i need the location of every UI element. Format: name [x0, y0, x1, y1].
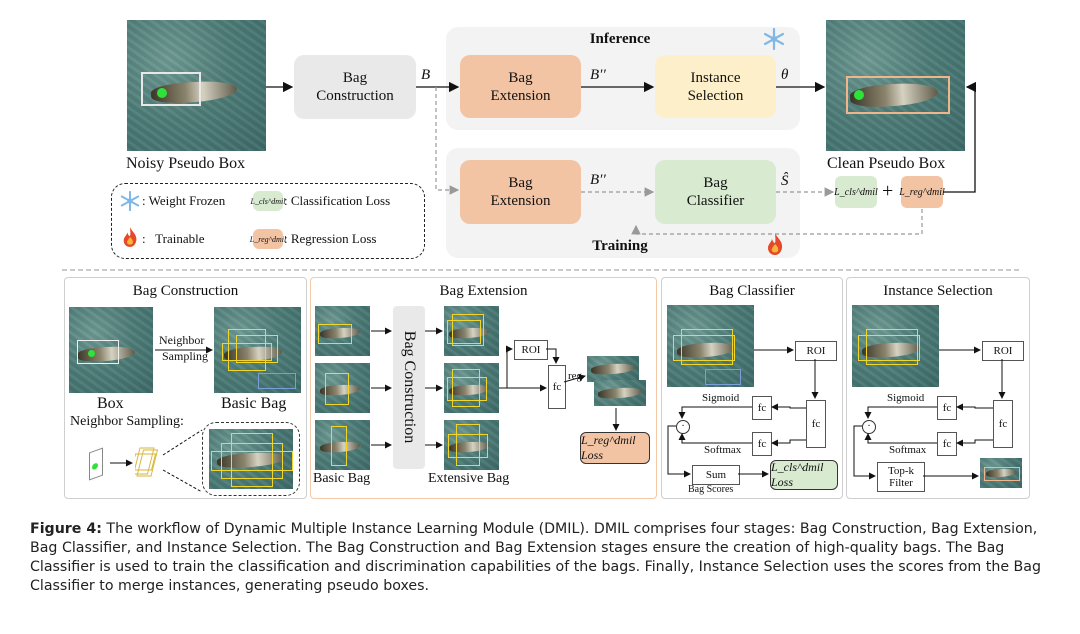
bc-ns-zoom-region — [202, 422, 300, 496]
is-topk-label: Top-k — [887, 465, 915, 477]
be-fc-node: fc — [548, 365, 566, 409]
legend-trainable-label: : Trainable — [142, 231, 205, 246]
be-title: Bag Extension — [439, 283, 528, 299]
caption-text: The workflow of Dynamic Multiple Instanc… — [30, 521, 1041, 594]
be-basic-bag-3 — [315, 420, 370, 470]
is-topk-node: Top-k Filter — [877, 462, 925, 492]
be-vertical-box — [393, 306, 425, 469]
bc-basic-bag-label: Basic Bag — [221, 395, 287, 412]
bc-box-image — [69, 307, 153, 393]
be-roi-node: ROI — [514, 340, 548, 360]
symbol-b: B — [421, 67, 431, 83]
be-extensive-bag-label: Extensive Bag — [428, 471, 510, 486]
cl-bag-scores-label: Bag Scores — [688, 484, 734, 495]
be-basic-bag-1 — [315, 306, 370, 356]
symbol-s-hat: Ŝ — [781, 173, 789, 189]
legend-snowflake-icon — [120, 190, 140, 212]
legend-cls-loss-label: : Classification Loss — [284, 193, 391, 208]
cl-roi-node: ROI — [795, 341, 837, 361]
legend-box — [111, 183, 425, 259]
be-extensive-bag-3 — [444, 420, 499, 470]
cl-cls-loss-text: L_cls^dmil Loss — [771, 460, 824, 489]
bag-construction-box: Bag Construction — [294, 55, 416, 119]
is-sigmoid-label: Sigmoid — [887, 392, 925, 404]
be-reg-output-2 — [594, 380, 646, 406]
cl-softmax-label: Softmax — [704, 444, 742, 456]
caption-label: Figure 4: — [30, 521, 102, 537]
inference-title: Inference — [589, 31, 651, 47]
training-title: Training — [592, 238, 648, 254]
cl-cls-loss-box: L_cls^dmil Loss — [770, 460, 838, 490]
be-reg-loss-box: L_reg^dmil Loss — [580, 432, 650, 464]
be-extensive-bag-1 — [444, 306, 499, 356]
bag-classifier-text: Bag Classifier — [686, 175, 745, 209]
bag-classifier-box: Bag Classifier — [655, 160, 776, 224]
bag-extension-inference-box: Bag Extension — [460, 55, 581, 118]
fire-icon — [765, 232, 785, 256]
bc-neighbor-sampling-label: Neighbor Sampling: — [70, 414, 184, 429]
noisy-pseudo-box-label: Noisy Pseudo Box — [126, 155, 246, 172]
bc-basic-bag-image — [214, 307, 301, 393]
cl-sigmoid-label: Sigmoid — [702, 392, 740, 404]
is-image — [852, 305, 939, 387]
bc-box-label: Box — [97, 395, 124, 412]
be-basic-bag-2 — [315, 363, 370, 413]
bag-construction-text: Bag Construction — [316, 70, 394, 104]
cl-title: Bag Classifier — [709, 283, 795, 299]
bag-extension-text: Bag Extension — [490, 175, 551, 209]
clean-pseudo-box-image — [826, 20, 965, 151]
legend-frozen-label: : Weight Frozen — [142, 193, 226, 208]
instance-selection-box: Instance Selection — [655, 55, 776, 118]
is-softmax-label: Softmax — [889, 444, 927, 456]
bc-sampling-label: Sampling — [162, 349, 209, 363]
be-basic-bag-label: Basic Bag — [313, 471, 371, 486]
symbol-b-double-prime-inference: B′′ — [590, 67, 606, 83]
bc-title: Bag Construction — [132, 283, 239, 299]
legend-reg-loss-swatch: L_reg^dmil — [249, 229, 287, 249]
cls-loss-box: L_cls^dmil — [834, 176, 878, 208]
bc-neighbor-label: Neighbor — [159, 333, 205, 347]
noisy-pseudo-box-image — [127, 20, 266, 151]
reg-loss-text: L_reg^dmil — [899, 186, 945, 198]
cl-sum-node: Sum — [692, 465, 740, 485]
reg-loss-box: L_reg^dmil — [899, 176, 945, 208]
is-fc-sigmoid-node: fc — [937, 396, 957, 420]
snowflake-icon — [763, 27, 785, 51]
cl-fc-main-node: fc — [806, 400, 826, 448]
is-output-image — [980, 458, 1022, 488]
be-reg-loss-text: L_reg^dmil Loss — [581, 433, 636, 462]
instance-selection-text: Instance Selection — [687, 69, 744, 104]
bag-extension-text: Bag Extension — [490, 69, 551, 104]
figure-caption: Figure 4: The workflow of Dynamic Multip… — [30, 520, 1055, 596]
legend-reg-loss-label: : Regression Loss — [284, 231, 377, 246]
clean-pseudo-box-label: Clean Pseudo Box — [827, 155, 946, 172]
symbol-b-double-prime-training: B′′ — [590, 172, 606, 188]
is-roi-node: ROI — [982, 341, 1024, 361]
legend-reg-loss-text: L_reg^dmil — [249, 234, 287, 244]
is-filter-label: Filter — [889, 477, 913, 489]
plus-sign: + — [882, 180, 894, 202]
be-reg-output-1 — [587, 356, 639, 382]
bag-extension-training-box: Bag Extension — [460, 160, 581, 224]
symbol-theta: θ — [781, 67, 789, 83]
is-fc-main-node: fc — [993, 400, 1013, 448]
legend-cls-loss-swatch: L_cls^dmil — [250, 191, 286, 211]
cls-loss-text: L_cls^dmil — [834, 186, 878, 198]
cl-image — [667, 305, 754, 387]
be-extensive-bag-2 — [444, 363, 499, 413]
legend-cls-loss-text: L_cls^dmil — [250, 196, 286, 206]
is-title: Instance Selection — [883, 283, 993, 299]
legend-fire-icon — [121, 226, 139, 248]
